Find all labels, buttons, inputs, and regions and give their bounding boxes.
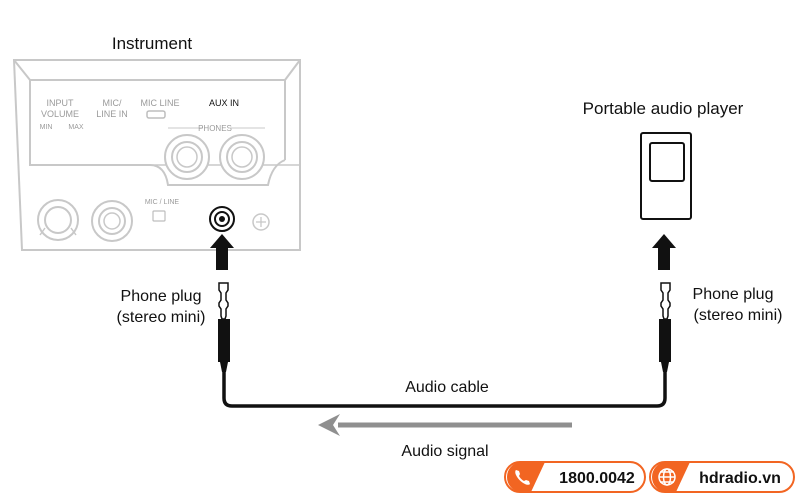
aux-in-label: AUX IN (209, 98, 239, 108)
website-badge[interactable]: hdradio.vn (649, 461, 795, 493)
portable-audio-player (640, 132, 692, 220)
input-volume-knob[interactable] (37, 199, 79, 241)
aux-in-jack[interactable] (209, 206, 235, 232)
mic-line-switch[interactable] (146, 110, 166, 119)
insert-arrow-right (652, 234, 676, 270)
audio-signal-label: Audio signal (401, 443, 488, 460)
ground-screw (252, 213, 270, 231)
phone-plug-left-sublabel: (stereo mini) (117, 309, 206, 326)
phone-plug-left-label: Phone plug (121, 288, 202, 305)
phone-plug-right (659, 282, 671, 372)
player-label: Portable audio player (583, 99, 744, 118)
phones-jack-right[interactable] (219, 134, 265, 180)
mic-line-in-label: MIC/ (103, 98, 122, 108)
min-label: MIN (40, 124, 53, 131)
mic-line-switch-label: MIC LINE (140, 98, 179, 108)
audio-signal-arrow (318, 414, 572, 436)
mic-line-small-label: MIC / LINE (145, 199, 180, 206)
phones-jack-left[interactable] (164, 134, 210, 180)
phone-plug-right-label: Phone plug (693, 286, 774, 303)
phone-plug-left (218, 282, 230, 372)
mic-line-input-jack[interactable] (91, 200, 133, 242)
globe-icon (658, 468, 676, 486)
phone-plug-right-sublabel: (stereo mini) (694, 307, 783, 324)
phone-icon (515, 470, 530, 485)
input-volume-label-2: VOLUME (41, 109, 79, 119)
phone-badge[interactable]: 1800.0042 (504, 461, 646, 493)
instrument-panel: INPUT VOLUME MIN MAX MIC/ LINE IN MIC LI… (12, 59, 301, 251)
max-label: MAX (68, 124, 84, 131)
phone-number: 1800.0042 (559, 470, 635, 487)
audio-cable-label: Audio cable (405, 379, 489, 396)
mic-line-small-switch[interactable] (152, 210, 166, 222)
mic-line-in-label-2: LINE IN (96, 109, 128, 119)
insert-arrow-left (210, 234, 234, 270)
input-volume-label: INPUT (47, 98, 75, 108)
website-url: hdradio.vn (699, 470, 781, 487)
phones-label: PHONES (198, 124, 232, 133)
instrument-label: Instrument (112, 34, 193, 53)
audio-cable (222, 372, 667, 408)
